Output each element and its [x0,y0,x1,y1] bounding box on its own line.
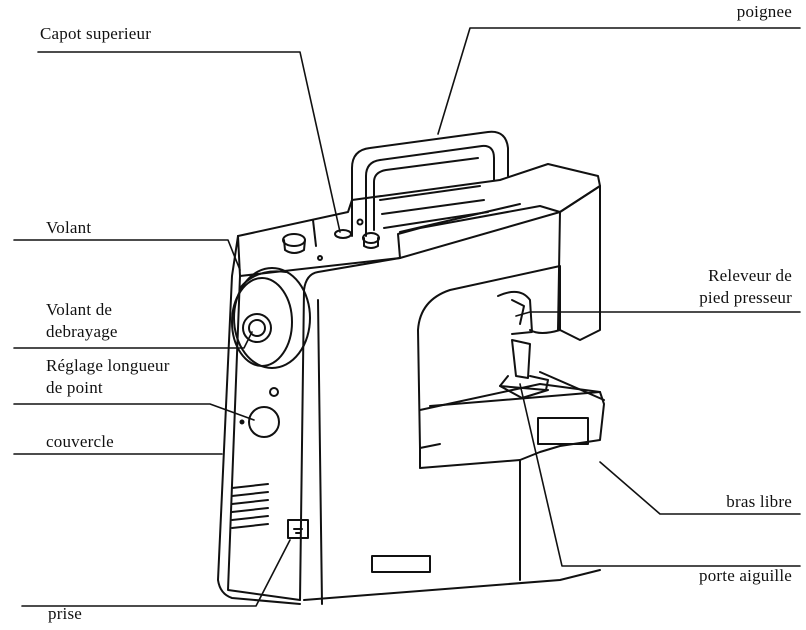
leader-lines [13,27,801,607]
label-releveur-line2: pied presseur [699,288,792,307]
label-capot-superieur: Capot superieur [40,24,152,43]
handle-shape [351,130,509,237]
label-porte-aiguille: porte aiguille [699,566,792,585]
label-bras-libre: bras libre [726,492,792,511]
label-volant-debrayage-line1: Volant de [46,300,113,319]
handwheel-shape [231,267,311,369]
presser-foot-shape [497,290,549,399]
label-reglage-line2: de point [46,378,103,397]
label-volant: Volant [46,218,92,237]
label-reglage-line1: Réglage longueur [46,356,170,375]
stitch-knob-shape [231,387,309,539]
label-volant-debrayage-line2: debrayage [46,322,118,341]
top-cover-shape [237,163,601,277]
label-poignee: poignee [736,2,792,21]
label-releveur-line1: Releveur de [708,266,792,285]
label-couvercle: couvercle [46,432,114,451]
label-prise: prise [48,604,83,623]
